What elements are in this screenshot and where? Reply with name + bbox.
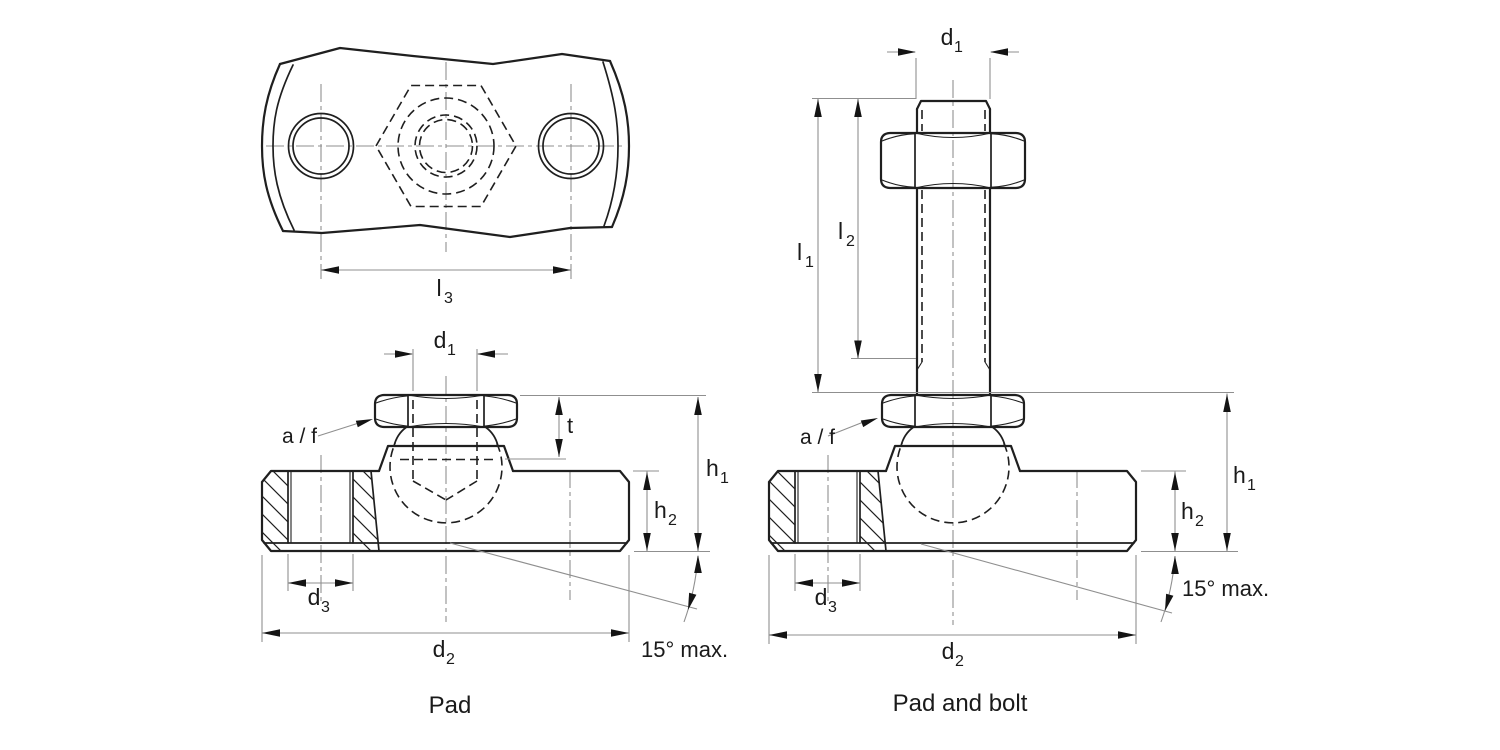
pb-h1-dimension: h 1 [1141, 393, 1256, 553]
pad-bore-walls [287, 471, 354, 544]
left-hole-outer [287, 112, 355, 180]
bolt-thread-runout [916, 361, 991, 371]
pad-view: d 1 t a / f h 1 h 2 [260, 327, 729, 719]
pb-d3-label-subscript: 3 [828, 599, 837, 616]
pad-af-label: a / f [282, 425, 317, 448]
pad-insert-nut-outline [373, 393, 519, 429]
pad-tilt-angle: 15° max. [449, 542, 728, 662]
pad-d1-label-subscript: 1 [447, 342, 456, 359]
bolt-nut-facet-arcs [881, 132, 1025, 189]
pb-insert-nut-facet-arcs [882, 394, 1024, 428]
pad-h2-dimension: h 2 [633, 470, 677, 551]
pb-l2-label: l [838, 218, 843, 244]
pad-t-label: t [567, 413, 573, 438]
pb-d2-dimension: d 2 [768, 555, 1137, 670]
l3-label: l [436, 275, 441, 301]
pb-l1-label-subscript: 1 [805, 254, 814, 271]
pb-d3-label: d [815, 584, 828, 610]
pad-hidden-drill-cone [412, 480, 478, 501]
hidden-circle-outer [397, 97, 495, 195]
pb-h2-dimension: h 2 [1141, 470, 1204, 551]
pb-bore-thread-lines [797, 471, 858, 544]
l3-dimension: l 3 [321, 266, 571, 307]
pb-insert-nut-facets [914, 394, 992, 428]
pb-d2-label: d [942, 638, 955, 664]
top-view-left-edge [260, 62, 285, 233]
l3-arrow-left [321, 266, 339, 274]
pad-h2-label: h [654, 497, 667, 523]
pad-insert-nut-facet-arcs [375, 394, 517, 428]
pad-d1-label: d [434, 327, 447, 353]
pb-bore-walls [794, 471, 861, 544]
pb-tilt-angle: 15° max. [920, 543, 1269, 623]
pad-d3-dimension: d 3 [287, 554, 354, 616]
pb-af-leader: a / f [800, 418, 878, 449]
pad-d3-label: d [308, 584, 321, 610]
l3-label-subscript: 3 [444, 290, 453, 307]
pb-l1-dimension: l 1 [797, 97, 1234, 394]
bolt-shaft [915, 107, 992, 397]
left-hole-inner [292, 117, 350, 175]
pb-socket-slant [877, 470, 887, 552]
pad-and-bolt-view: d 1 l 1 l 2 a / f h [767, 24, 1269, 717]
top-view: l 3 [260, 46, 631, 307]
pb-section-hatch-left [769, 471, 795, 551]
l3-arrow-right [553, 266, 571, 274]
pb-h1-label-subscript: 1 [1247, 477, 1256, 494]
pad-af-leader: a / f [282, 419, 373, 448]
pad-section-hatch-left [262, 471, 288, 551]
bolt-nut-facets [914, 132, 992, 189]
pad-h1-dimension: h 1 [634, 397, 729, 553]
pad-hidden-ball-circle [389, 442, 503, 524]
top-view-right-edge-inner [602, 61, 619, 227]
top-view-bottom-break-edge [281, 223, 614, 239]
pb-body-outline [767, 469, 1138, 553]
pad-h1-label: h [706, 455, 719, 481]
bolt-nut-outline [879, 131, 1027, 190]
pb-d1-dimension: d 1 [887, 24, 1019, 99]
pad-caption: Pad [429, 692, 472, 719]
pad-hidden-tapped-hole [412, 400, 478, 481]
pad-insert-nut-facets [407, 394, 485, 428]
pb-l2-dimension: l 2 [838, 99, 916, 360]
top-view-top-break-edge [278, 46, 612, 66]
pb-h2-label-subscript: 2 [1195, 513, 1204, 530]
pad-d2-label: d [433, 636, 446, 662]
pb-h1-label: h [1233, 462, 1246, 488]
pb-hidden-ball-circle [896, 442, 1010, 524]
pad-and-bolt-caption: Pad and bolt [893, 690, 1028, 717]
pb-d1-label-subscript: 1 [954, 39, 963, 56]
pb-h2-label: h [1181, 498, 1194, 524]
pb-l1-label: l [797, 239, 802, 265]
pad-socket-slant [370, 470, 380, 552]
pad-d1-dimension: d 1 [384, 327, 508, 391]
pad-t-dimension: t [505, 394, 706, 460]
pad-d3-label-subscript: 3 [321, 599, 330, 616]
pb-boss-outline [884, 444, 1022, 473]
pad-h2-label-subscript: 2 [668, 512, 677, 529]
pb-af-label: a / f [800, 426, 835, 449]
hidden-circle-thread-minor [418, 118, 474, 174]
bolt-top-chamfer [915, 99, 992, 111]
pb-d3-dimension: d 3 [794, 554, 861, 616]
pb-angle-label: 15° max. [1182, 576, 1269, 601]
pad-h1-label-subscript: 1 [720, 470, 729, 487]
pad-body-outline [260, 469, 631, 553]
pad-angle-label: 15° max. [641, 637, 728, 662]
pad-bore-thread-lines [290, 471, 351, 544]
pad-d2-dimension: d 2 [261, 555, 630, 668]
top-view-left-edge-inner [272, 64, 295, 231]
right-hole-outer [537, 112, 605, 180]
pb-l2-label-subscript: 2 [846, 233, 855, 250]
top-view-right-edge [608, 59, 631, 229]
pad-d2-label-subscript: 2 [446, 651, 455, 668]
pb-insert-nut-outline [880, 393, 1026, 429]
pb-d2-label-subscript: 2 [955, 653, 964, 670]
hidden-circle-thread-major [414, 114, 478, 178]
right-hole-inner [542, 117, 600, 175]
pb-d1-label: d [941, 24, 954, 50]
